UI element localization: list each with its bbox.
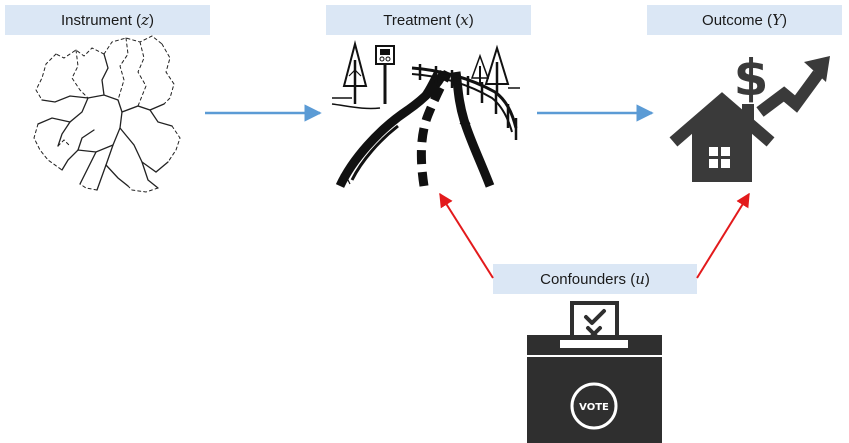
confounders-label-text: Confounders	[540, 270, 627, 288]
river-network-icon	[33, 35, 181, 193]
svg-text:$: $	[734, 49, 769, 107]
confounders-var: u	[635, 270, 645, 288]
instrument-var: z	[141, 11, 149, 29]
house-price-icon: $	[669, 49, 830, 182]
road-icon	[331, 40, 520, 188]
outcome-label: Outcome (Y)	[647, 5, 842, 35]
instrument-label-text: Instrument	[61, 11, 132, 29]
treatment-label-text: Treatment	[383, 11, 452, 29]
instrument-label: Instrument (z)	[5, 5, 210, 35]
edge-confounders-to-outcome	[696, 192, 750, 279]
edge-confounders-to-treatment	[439, 192, 494, 279]
treatment-label: Treatment (x)	[326, 5, 531, 35]
confounders-label: Confounders (u)	[493, 264, 697, 294]
ballot-box-text: VOTE	[579, 402, 609, 413]
outcome-label-text: Outcome	[702, 11, 763, 29]
outcome-var: Y	[772, 11, 782, 29]
ballot-box-icon: VOTE	[527, 301, 662, 443]
treatment-var: x	[460, 11, 469, 29]
